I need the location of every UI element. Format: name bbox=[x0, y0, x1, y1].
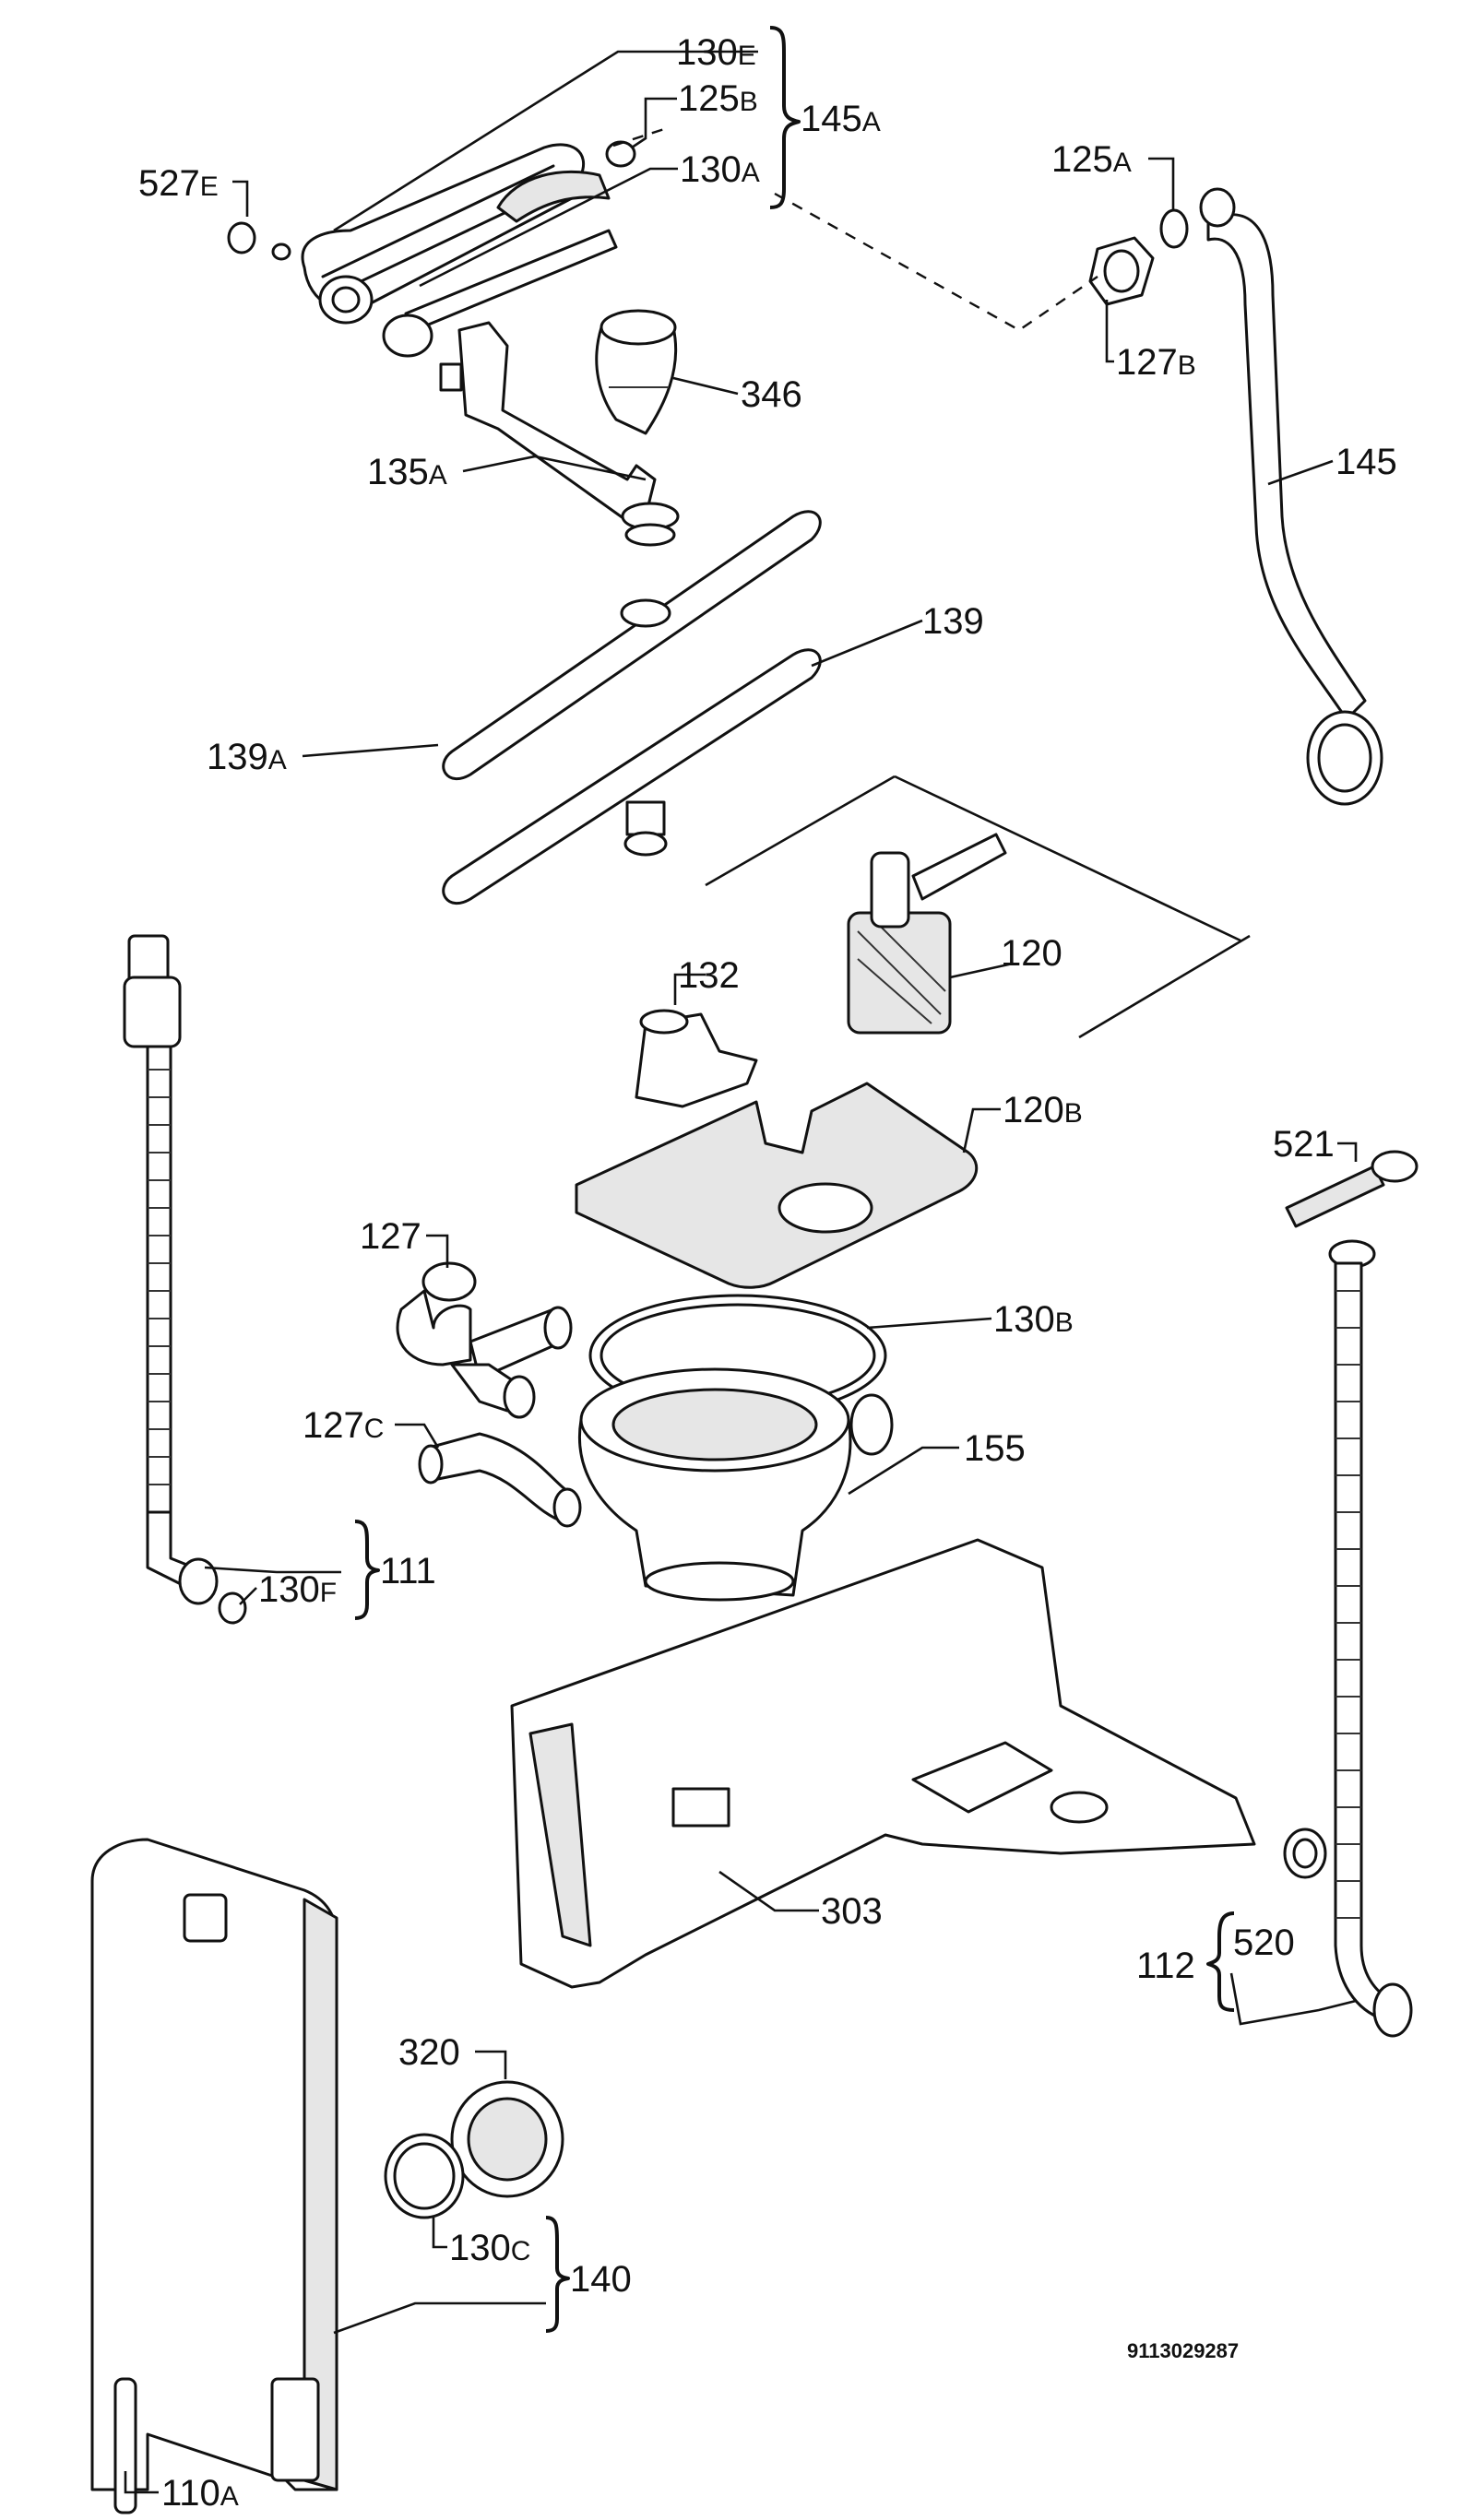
nut-130f bbox=[218, 1591, 247, 1625]
spray-bar-139a bbox=[442, 510, 822, 781]
label-140: 140 bbox=[570, 2259, 632, 2300]
label-521: 521 bbox=[1273, 1124, 1335, 1165]
sump-155 bbox=[578, 1367, 894, 1602]
part-132 bbox=[635, 1009, 758, 1108]
label-139: 139 bbox=[922, 601, 984, 642]
seal-125b bbox=[605, 140, 636, 168]
hose-127c bbox=[418, 1432, 582, 1528]
label-346: 346 bbox=[741, 374, 802, 415]
dome-part-346 bbox=[595, 309, 678, 435]
seal-320 bbox=[450, 2080, 564, 2198]
leader-lines bbox=[124, 50, 1358, 2494]
label-155: 155 bbox=[964, 1428, 1026, 1469]
label-130c: 130C bbox=[449, 2228, 530, 2268]
label-125a: 125A bbox=[1051, 139, 1132, 180]
seal-125a bbox=[1159, 208, 1189, 249]
brace-145a bbox=[769, 26, 801, 209]
label-127: 127 bbox=[360, 1216, 421, 1257]
label-112: 112 bbox=[1136, 1946, 1195, 1986]
inlet-hose-145 bbox=[1199, 187, 1383, 806]
label-527e: 527E bbox=[138, 163, 219, 204]
label-320: 320 bbox=[398, 2032, 460, 2073]
filter-120 bbox=[847, 833, 1007, 1035]
ring-130c bbox=[384, 2133, 465, 2219]
label-130f: 130F bbox=[258, 1569, 337, 1610]
gasket-ring-lower bbox=[382, 314, 433, 358]
clip-520 bbox=[1283, 1828, 1327, 1879]
label-120: 120 bbox=[1001, 933, 1062, 974]
panel-110a bbox=[90, 1838, 338, 2514]
part-521 bbox=[1285, 1150, 1419, 1228]
label-139a: 139A bbox=[207, 737, 287, 777]
label-132: 132 bbox=[678, 955, 740, 996]
label-520: 520 bbox=[1233, 1923, 1295, 1963]
label-127b: 127B bbox=[1116, 342, 1196, 383]
brace-112 bbox=[1206, 1911, 1235, 2012]
hose-127 bbox=[396, 1261, 573, 1419]
label-145: 145 bbox=[1335, 442, 1397, 482]
brace-111 bbox=[354, 1520, 380, 1620]
drawing-code: 9113029287 bbox=[1127, 2339, 1239, 2362]
label-120b: 120B bbox=[1003, 1090, 1083, 1130]
label-130b: 130B bbox=[993, 1299, 1074, 1340]
drain-hose-112 bbox=[1328, 1239, 1413, 2038]
filter-frame bbox=[705, 775, 1251, 1039]
filter-plate-120b bbox=[575, 1082, 979, 1289]
brace-140 bbox=[545, 2216, 570, 2333]
label-130e: 130E bbox=[676, 32, 756, 73]
label-145a: 145A bbox=[801, 99, 881, 139]
label-111: 111 bbox=[380, 1551, 436, 1591]
spray-bar-139 bbox=[442, 648, 822, 905]
nut-527e bbox=[227, 221, 291, 261]
nut-127b bbox=[1088, 236, 1155, 306]
label-127c: 127C bbox=[303, 1405, 384, 1446]
inlet-hose-111 bbox=[123, 934, 219, 1605]
base-frame-303 bbox=[510, 1538, 1256, 1989]
label-130a: 130A bbox=[680, 149, 760, 190]
label-125b: 125B bbox=[678, 78, 758, 119]
upper-spray-arm-130e bbox=[301, 143, 611, 325]
label-303: 303 bbox=[821, 1891, 883, 1932]
label-110a: 110A bbox=[161, 2473, 239, 2514]
label-135a: 135A bbox=[367, 452, 447, 492]
